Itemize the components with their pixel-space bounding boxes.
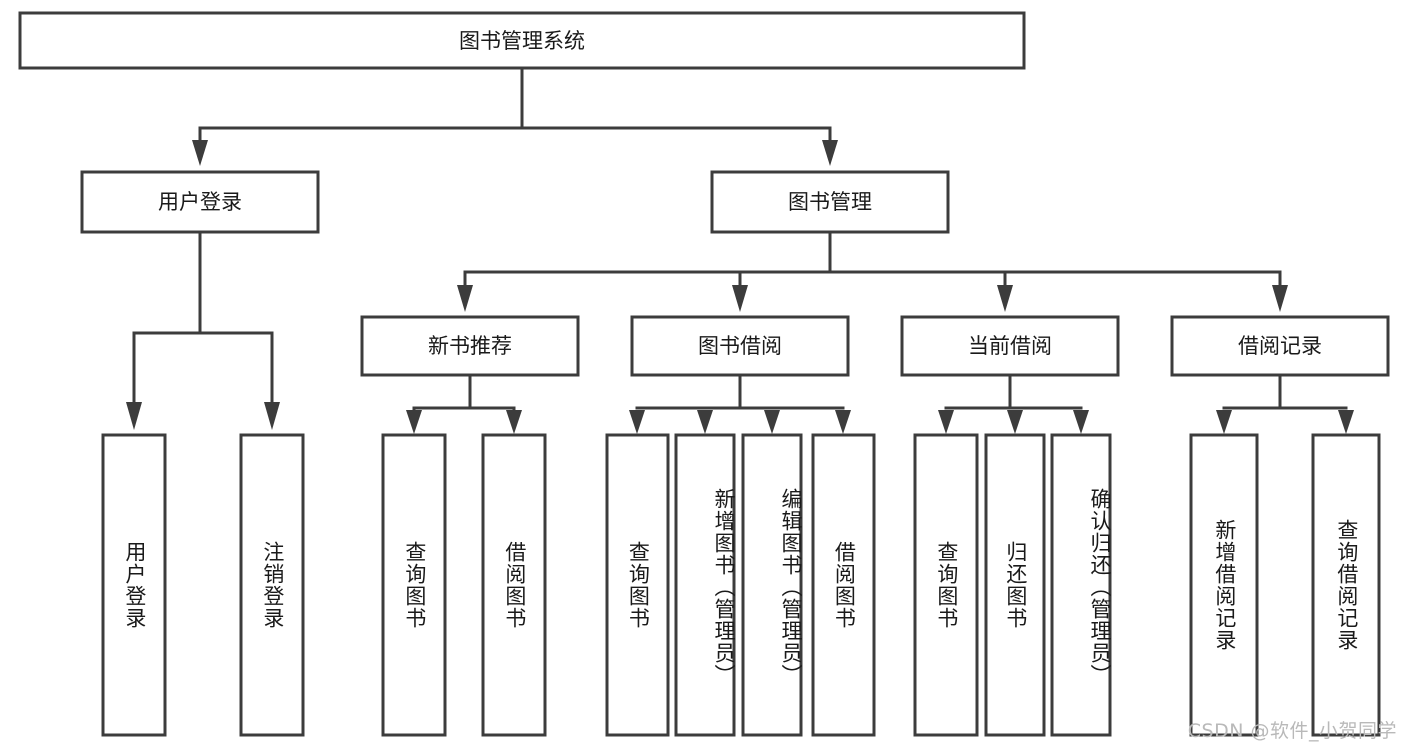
arrow-head-icon	[697, 410, 713, 434]
node-borrow-record[interactable]	[1170, 315, 1390, 377]
arrow-head-icon	[1073, 410, 1089, 434]
node-user-login-label: 用户登录	[158, 190, 242, 214]
csdn-watermark: CSDN @软件_小贺同学	[1187, 720, 1397, 742]
node-book-borrow[interactable]	[630, 315, 850, 377]
node-book-borrow-label: 图书借阅	[698, 334, 782, 358]
node-book-management[interactable]	[710, 170, 950, 234]
arrow-head-icon	[126, 402, 142, 430]
arrow-head-icon	[506, 410, 522, 434]
arrow-head-icon	[264, 402, 280, 430]
arrow-head-icon	[822, 140, 838, 166]
arrow-head-icon	[938, 410, 954, 434]
arrow-head-icon	[406, 410, 422, 434]
arrow-head-icon	[732, 285, 748, 312]
leaf-borrow-book-recommend[interactable]	[481, 433, 547, 737]
arrow-head-icon	[1338, 410, 1354, 434]
node-book-management-label: 图书管理	[788, 190, 872, 214]
leaf-query-book-current[interactable]	[913, 433, 979, 737]
arrow-head-icon	[1007, 410, 1023, 434]
node-new-book-recommend[interactable]	[360, 315, 580, 377]
leaf-query-book-borrow[interactable]	[605, 433, 670, 737]
node-new-book-recommend-label: 新书推荐	[428, 334, 512, 358]
leaf-return-book[interactable]	[984, 433, 1046, 737]
arrow-head-icon	[457, 285, 473, 312]
leaf-logout[interactable]	[239, 433, 305, 737]
leaf-confirm-return-admin[interactable]	[1050, 433, 1112, 737]
arrow-head-icon	[192, 140, 208, 166]
leaf-user-login[interactable]	[101, 433, 167, 737]
arrow-head-icon	[835, 410, 851, 434]
leaf-add-borrow-record[interactable]	[1189, 433, 1259, 737]
arrow-head-icon	[1272, 285, 1288, 312]
leaf-query-borrow-record[interactable]	[1311, 433, 1381, 737]
leaf-edit-book-admin[interactable]	[741, 433, 803, 737]
arrow-head-icon	[629, 410, 645, 434]
node-current-borrow[interactable]	[900, 315, 1120, 377]
arrow-head-icon	[764, 410, 780, 434]
leaf-borrow-book[interactable]	[811, 433, 876, 737]
node-borrow-record-label: 借阅记录	[1238, 334, 1322, 358]
node-root-label: 图书管理系统	[459, 29, 585, 53]
leaf-query-book-recommend[interactable]	[381, 433, 447, 737]
node-current-borrow-label: 当前借阅	[968, 334, 1052, 358]
node-root[interactable]	[18, 11, 1026, 70]
arrow-head-icon	[997, 285, 1013, 312]
leaf-add-book-admin[interactable]	[674, 433, 736, 737]
arrow-head-icon	[1216, 410, 1232, 434]
